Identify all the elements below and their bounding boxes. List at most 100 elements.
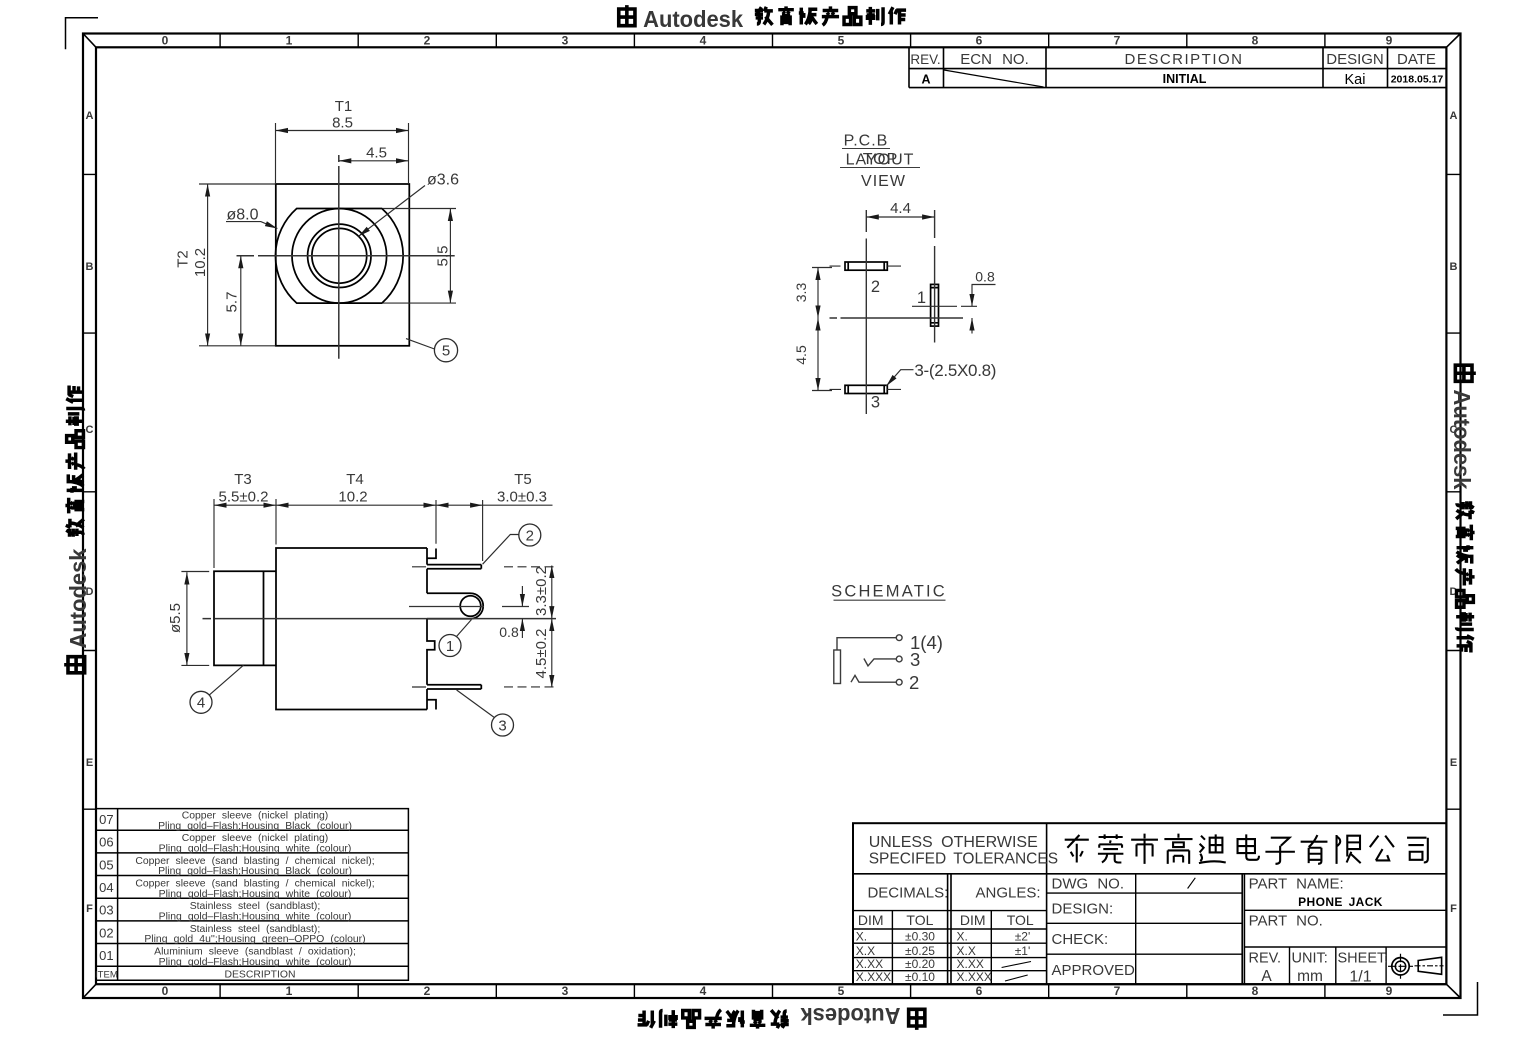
svg-text:X.XXX: X.XXX — [856, 970, 891, 984]
svg-text:SCHEMATIC: SCHEMATIC — [831, 583, 947, 601]
svg-text:3: 3 — [498, 717, 506, 734]
svg-text:3.0±0.3: 3.0±0.3 — [497, 489, 547, 506]
svg-text:Pling gold–Flash;Housing white: Pling gold–Flash;Housing white (colour) — [159, 889, 352, 900]
svg-text:4: 4 — [700, 34, 707, 48]
svg-text:DESCRIPTION: DESCRIPTION — [224, 969, 295, 980]
svg-text:01: 01 — [99, 948, 113, 963]
svg-text:T2: T2 — [175, 250, 192, 268]
svg-text:TOL: TOL — [1007, 912, 1034, 928]
svg-text:DIM: DIM — [960, 912, 986, 928]
svg-text:DECIMALS:: DECIMALS: — [867, 885, 948, 902]
svg-text:SPECIFED TOLERANCES: SPECIFED TOLERANCES — [869, 851, 1058, 868]
svg-text:0.8: 0.8 — [975, 269, 995, 285]
svg-text:06: 06 — [99, 835, 113, 850]
svg-text:1/1: 1/1 — [1349, 969, 1371, 986]
svg-text:05: 05 — [99, 857, 113, 872]
svg-text:1: 1 — [286, 984, 293, 998]
svg-text:8.5: 8.5 — [332, 115, 353, 132]
svg-text:4.5±0.2: 4.5±0.2 — [533, 629, 550, 679]
svg-text:PART NO.: PART NO. — [1249, 913, 1323, 930]
svg-text:DWG NO.: DWG NO. — [1052, 875, 1125, 892]
svg-text:2: 2 — [526, 527, 534, 544]
svg-text:1: 1 — [917, 289, 926, 307]
svg-text:X.XX: X.XX — [856, 957, 883, 971]
svg-text:5: 5 — [442, 343, 450, 360]
svg-text:E: E — [1450, 757, 1457, 769]
svg-text:T5: T5 — [514, 471, 532, 488]
svg-text:CHECK:: CHECK: — [1052, 931, 1109, 948]
svg-text:B: B — [86, 261, 94, 273]
svg-text:4: 4 — [197, 695, 205, 712]
svg-text:±1': ±1' — [1015, 944, 1031, 958]
svg-text:Pling gold–Flash;Housing white: Pling gold–Flash;Housing white (colour) — [159, 844, 352, 855]
svg-text:Pling gold–Flash;Housing Black: Pling gold–Flash;Housing Black (colour) — [158, 821, 352, 832]
svg-text:1: 1 — [286, 34, 293, 48]
svg-text:C: C — [86, 424, 94, 436]
svg-text:DESIGN:: DESIGN: — [1052, 901, 1114, 918]
svg-text:P.C.B: P.C.B — [844, 133, 889, 150]
svg-text:10.2: 10.2 — [192, 248, 209, 277]
svg-text:X.: X. — [957, 930, 968, 944]
svg-text:E: E — [86, 757, 93, 769]
svg-text:Copper sleeve (nickel plating): Copper sleeve (nickel plating) — [182, 811, 328, 822]
svg-text:7: 7 — [1114, 34, 1121, 48]
svg-text:DESIGN: DESIGN — [1326, 51, 1384, 68]
svg-text:F: F — [1450, 903, 1457, 915]
svg-text:REV.: REV. — [910, 52, 940, 67]
svg-text:8: 8 — [1252, 34, 1259, 48]
svg-text:REV.: REV. — [1249, 951, 1282, 967]
svg-text:mm: mm — [1297, 968, 1323, 985]
svg-text:ANGLES:: ANGLES: — [975, 885, 1040, 902]
svg-text:3-(2.5X0.8): 3-(2.5X0.8) — [914, 361, 996, 380]
svg-text:±0.25: ±0.25 — [905, 944, 935, 958]
svg-text:3.3±0.2: 3.3±0.2 — [533, 566, 550, 616]
svg-text:Pling gold–Flash;Housing white: Pling gold–Flash;Housing white (colour) — [159, 957, 352, 968]
svg-text:X.XXX: X.XXX — [957, 970, 992, 984]
svg-text:PHONE JACK: PHONE JACK — [1298, 895, 1383, 909]
svg-text:3: 3 — [910, 649, 920, 670]
svg-text:6: 6 — [976, 984, 983, 998]
svg-text:±2': ±2' — [1015, 930, 1031, 944]
svg-text:A: A — [1450, 110, 1458, 122]
svg-text:ECN NO.: ECN NO. — [960, 51, 1029, 68]
svg-text:0: 0 — [162, 34, 169, 48]
svg-text:SHEET:: SHEET: — [1338, 951, 1389, 967]
svg-text:4.5: 4.5 — [793, 345, 809, 365]
svg-text:T4: T4 — [346, 471, 364, 488]
svg-text:TOP: TOP — [863, 151, 899, 168]
svg-text:2018.05.17: 2018.05.17 — [1391, 74, 1444, 86]
svg-text:UNIT:: UNIT: — [1292, 951, 1328, 967]
svg-text:4: 4 — [700, 984, 707, 998]
svg-text:1: 1 — [446, 638, 454, 655]
svg-text:7: 7 — [1114, 984, 1121, 998]
svg-text:3.3: 3.3 — [793, 283, 809, 303]
svg-text:ø8.0: ø8.0 — [226, 207, 258, 224]
svg-text:±0.20: ±0.20 — [905, 957, 935, 971]
svg-text:03: 03 — [99, 903, 113, 918]
svg-text:D: D — [1450, 586, 1458, 598]
svg-text:ø3.6: ø3.6 — [427, 172, 459, 189]
svg-text:X.X: X.X — [957, 944, 976, 958]
svg-text:Pling gold 4u'';Housing green–: Pling gold 4u'';Housing green–OPPO (colo… — [144, 934, 365, 945]
svg-text:10.2: 10.2 — [338, 489, 367, 506]
svg-text:Pling gold–Flash;Housing white: Pling gold–Flash;Housing white (colour) — [159, 912, 352, 923]
svg-text:6: 6 — [976, 34, 983, 48]
svg-text:X.XX: X.XX — [957, 957, 984, 971]
svg-text:2: 2 — [909, 672, 919, 693]
svg-text:±0.30: ±0.30 — [905, 930, 935, 944]
svg-text:5: 5 — [838, 984, 845, 998]
svg-text:Stainless steel (sandblast);: Stainless steel (sandblast); — [190, 901, 321, 912]
svg-text:Copper sleeve (sand blasting /: Copper sleeve (sand blasting / chemical … — [135, 879, 374, 890]
svg-text:5.5±0.2: 5.5±0.2 — [219, 489, 269, 506]
svg-text:LAYOUT: LAYOUT — [846, 152, 915, 169]
svg-text:DATE: DATE — [1397, 51, 1436, 68]
svg-text:DESCRIPTION: DESCRIPTION — [1124, 51, 1243, 68]
svg-text:5.7: 5.7 — [224, 292, 241, 313]
svg-text:T3: T3 — [234, 471, 252, 488]
svg-text:A: A — [1261, 968, 1272, 985]
svg-text:Copper sleeve (nickel plating): Copper sleeve (nickel plating) — [182, 833, 328, 844]
svg-text:B: B — [1450, 261, 1458, 273]
svg-text:3: 3 — [562, 34, 569, 48]
svg-text:3: 3 — [562, 984, 569, 998]
svg-text:DIM: DIM — [858, 912, 884, 928]
